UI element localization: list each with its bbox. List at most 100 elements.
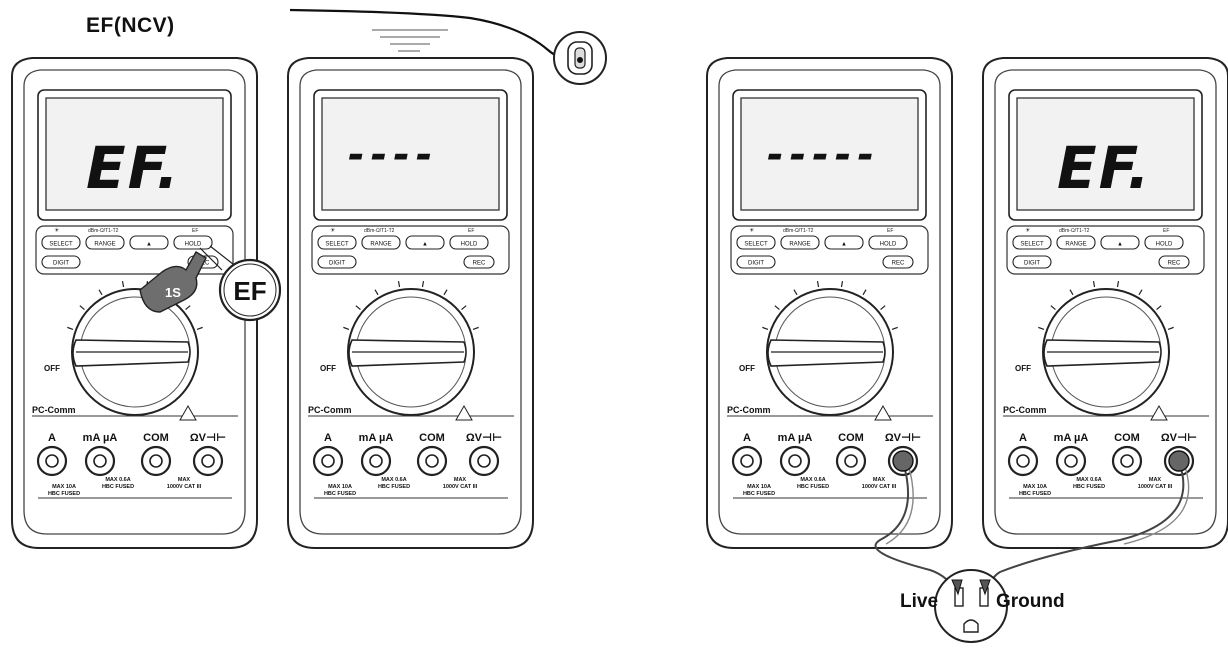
select-above-label: ☀ bbox=[749, 227, 755, 234]
max1-label: MAX 10A bbox=[747, 484, 771, 490]
digit-button bbox=[1012, 255, 1052, 269]
rec-button-label: REC bbox=[892, 261, 905, 267]
lcd-reading: ----- bbox=[767, 132, 880, 178]
test-lead-left-shadow bbox=[885, 463, 914, 545]
dial-tick bbox=[374, 289, 379, 296]
meter-body bbox=[994, 69, 1217, 535]
hold-button bbox=[449, 235, 489, 250]
meter-body bbox=[718, 69, 941, 535]
lcd-reading: ---- bbox=[348, 132, 438, 178]
dial-tick bbox=[762, 326, 769, 330]
terminal-jack-core-0 bbox=[1016, 454, 1030, 468]
dial-off-label: OFF bbox=[739, 364, 755, 373]
lcd-screen bbox=[1016, 97, 1195, 211]
digit-button-label: DIGIT bbox=[748, 261, 764, 267]
dial-tick bbox=[443, 289, 448, 296]
terminal-label-1: mA µA bbox=[83, 432, 118, 444]
max3-label: MAX bbox=[1149, 477, 1162, 483]
terminal-label-2: COM bbox=[838, 432, 864, 444]
terminal-label-1: mA µA bbox=[1054, 432, 1089, 444]
hold-button-label: HOLD bbox=[461, 242, 478, 248]
max3-label: MAX bbox=[454, 477, 467, 483]
select-above-label: ☀ bbox=[1025, 227, 1031, 234]
terminal-jack-core-1 bbox=[93, 454, 107, 468]
select-button-label: SELECT bbox=[1020, 242, 1044, 248]
range-button-label: RANGE bbox=[1065, 242, 1086, 248]
terminal-label-0: A bbox=[743, 432, 751, 444]
dial-knob bbox=[767, 339, 886, 367]
test-lead-left bbox=[874, 461, 957, 593]
max2-label: MAX 0.6A bbox=[105, 477, 130, 483]
max3-label: MAX bbox=[178, 477, 191, 483]
pc-comm-label: PC-Comm bbox=[308, 405, 352, 415]
up-button-label: ▲ bbox=[1117, 242, 1123, 248]
dial-tick bbox=[79, 305, 85, 311]
terminal-label-1: mA µA bbox=[359, 432, 394, 444]
terminal-label-3: ΩV⊣⊢ bbox=[190, 432, 226, 444]
press-duration-label: 1S bbox=[165, 285, 181, 300]
select-above-label: ☀ bbox=[54, 227, 60, 234]
dial-tick bbox=[196, 326, 203, 330]
warning-icon bbox=[179, 404, 197, 421]
fused2-label: HBC FUSED bbox=[102, 484, 134, 490]
digit-button bbox=[41, 255, 81, 269]
terminal-label-1: mA µA bbox=[778, 432, 813, 444]
pressing-finger bbox=[139, 251, 207, 313]
terminal-jack-core-2 bbox=[149, 454, 163, 468]
probe-tip-right bbox=[979, 579, 991, 596]
dial-off-label: OFF bbox=[1015, 364, 1031, 373]
terminal-jack-core-1 bbox=[1064, 454, 1078, 468]
dial-tick bbox=[1069, 289, 1074, 296]
cat-label: 1000V CAT III bbox=[862, 484, 897, 490]
terminal-jack-core-2 bbox=[844, 454, 858, 468]
range-button bbox=[780, 235, 820, 250]
range-above-label: dBm-Ω/T1-T2 bbox=[88, 228, 119, 234]
dial-tick bbox=[1138, 289, 1143, 296]
hold-button-label: HOLD bbox=[880, 242, 897, 248]
terminal-jack-core-1 bbox=[369, 454, 383, 468]
cat-label: 1000V CAT III bbox=[443, 484, 478, 490]
max3-label: MAX bbox=[873, 477, 886, 483]
ef-callout-bubble-inner bbox=[223, 263, 277, 317]
rec-button bbox=[463, 255, 495, 269]
up-button bbox=[405, 235, 445, 250]
rec-button-label: REC bbox=[1168, 261, 1181, 267]
terminal-label-0: A bbox=[1019, 432, 1027, 444]
dial-tick bbox=[816, 280, 820, 288]
dial-tick bbox=[421, 280, 425, 288]
fused1-label: HBC FUSED bbox=[48, 491, 80, 497]
ground-label: Ground bbox=[996, 591, 1065, 612]
diagram-title: EF(NCV) bbox=[86, 14, 175, 37]
pc-comm-label: PC-Comm bbox=[727, 405, 771, 415]
digit-button bbox=[317, 255, 357, 269]
hold-button bbox=[1144, 235, 1184, 250]
hold-above-label: EF bbox=[192, 228, 198, 234]
hold-above-label: EF bbox=[468, 228, 474, 234]
meter-body bbox=[299, 69, 522, 535]
terminal-label-3: ΩV⊣⊢ bbox=[885, 432, 921, 444]
ef-callout-bubble bbox=[218, 258, 282, 322]
up-button-label: ▲ bbox=[422, 242, 428, 248]
fused2-label: HBC FUSED bbox=[797, 484, 829, 490]
max2-label: MAX 0.6A bbox=[381, 477, 406, 483]
callout-leader bbox=[199, 247, 223, 271]
up-button-label: ▲ bbox=[841, 242, 847, 248]
terminal-jack-core-2 bbox=[425, 454, 439, 468]
probe-plug-right bbox=[1168, 450, 1190, 472]
warning-icon bbox=[455, 404, 473, 421]
fused1-label: HBC FUSED bbox=[743, 491, 775, 497]
live-label: Live bbox=[900, 591, 938, 612]
range-button-label: RANGE bbox=[94, 242, 115, 248]
cable-tip bbox=[577, 57, 583, 63]
fused2-label: HBC FUSED bbox=[378, 484, 410, 490]
rec-button bbox=[1158, 255, 1190, 269]
terminal-label-0: A bbox=[48, 432, 56, 444]
dial-tick bbox=[343, 326, 350, 330]
select-button-label: SELECT bbox=[49, 242, 73, 248]
dial-knob bbox=[72, 339, 191, 367]
dial-off-label: OFF bbox=[320, 364, 336, 373]
